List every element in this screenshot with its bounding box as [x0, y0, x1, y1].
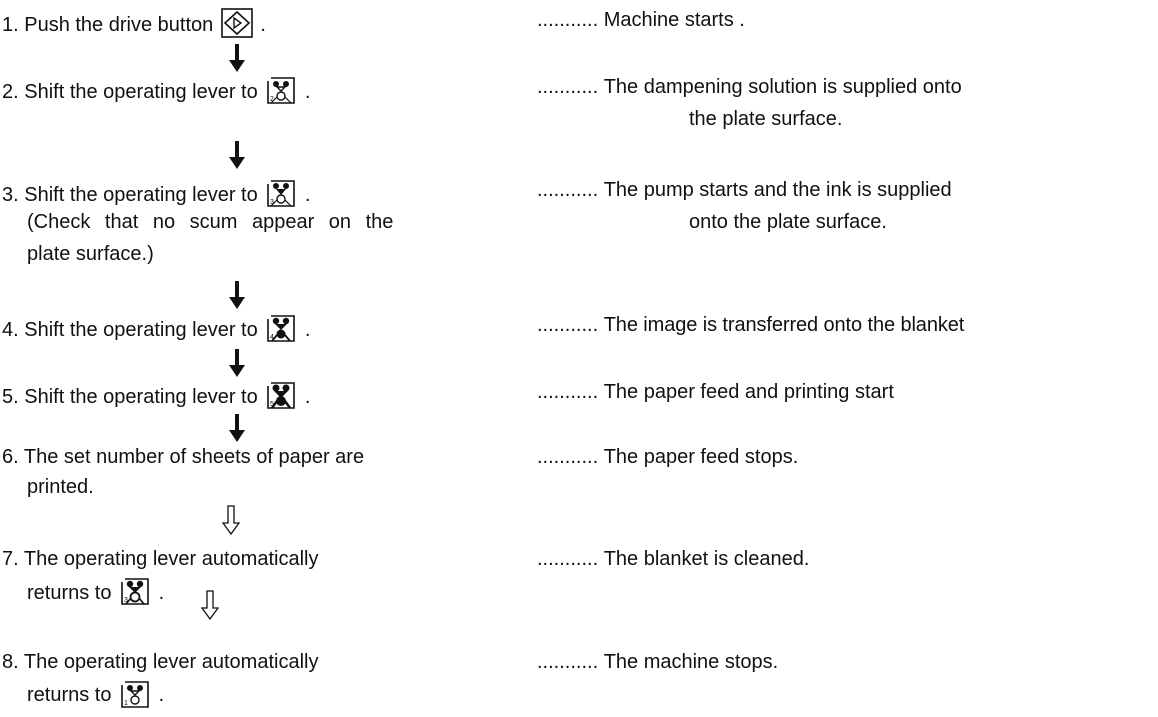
leader-dots: ...........: [537, 314, 599, 336]
svg-text:3: 3: [270, 199, 274, 206]
step-7-text-cont: returns to 3 .: [27, 576, 164, 606]
svg-text:2: 2: [270, 96, 274, 103]
step-4-text: 4. Shift the operating lever to 4 .: [2, 313, 310, 343]
lever-position-3-icon: 3: [119, 576, 151, 606]
step-3-note: (Check that no scum appear on the: [27, 211, 394, 233]
svg-text:1: 1: [124, 700, 128, 707]
solid-down-arrow-icon: [228, 44, 246, 72]
lever-position-5-icon: 5: [265, 380, 297, 410]
solid-down-arrow-icon: [228, 414, 246, 442]
step-8-result: ........... The machine stops.: [537, 651, 779, 673]
step-2-result: ........... The dampening solution is su…: [537, 76, 962, 98]
leader-dots: ...........: [537, 179, 599, 201]
step-3-result-cont: onto the plate surface.: [689, 211, 887, 233]
step-3-result: ........... The pump starts and the ink …: [537, 179, 952, 201]
hollow-down-arrow-icon: [201, 590, 219, 620]
solid-down-arrow-icon: [228, 281, 246, 309]
step-1-text: 1. Push the drive button .: [2, 8, 266, 38]
solid-down-arrow-icon: [228, 141, 246, 169]
step-4-result: ........... The image is transferred ont…: [537, 314, 965, 336]
step-7-result: ........... The blanket is cleaned.: [537, 548, 810, 570]
step-7-text: 7. The operating lever automatically: [2, 548, 319, 570]
step-5-result: ........... The paper feed and printing …: [537, 381, 894, 403]
leader-dots: ...........: [537, 381, 599, 403]
svg-text:3: 3: [124, 597, 128, 604]
step-1-result: ........... Machine starts .: [537, 9, 745, 31]
step-5-text: 5. Shift the operating lever to 5 .: [2, 380, 310, 410]
svg-text:4: 4: [270, 334, 274, 341]
step-3-note-cont: plate surface.): [27, 243, 154, 265]
step-6-result: ........... The paper feed stops.: [537, 446, 799, 468]
lever-position-1-icon: 1: [119, 680, 151, 708]
svg-text:5: 5: [270, 401, 274, 408]
step-3-text: 3. Shift the operating lever to 3 .: [2, 178, 310, 208]
step-6-text: 6. The set number of sheets of paper are: [2, 446, 365, 468]
step-2-text: 2. Shift the operating lever to 2 .: [2, 75, 310, 105]
lever-position-3-icon: 3: [265, 178, 297, 208]
step-2-result-cont: the plate surface.: [689, 108, 843, 130]
leader-dots: ...........: [537, 651, 599, 673]
lever-position-4-icon: 4: [265, 313, 297, 343]
step-6-text-cont: printed.: [27, 476, 94, 498]
step-8-text-cont: returns to 1 .: [27, 680, 164, 708]
drive-button-icon: [221, 8, 253, 38]
hollow-down-arrow-icon: [222, 505, 240, 535]
leader-dots: ...........: [537, 76, 599, 98]
leader-dots: ...........: [537, 446, 599, 468]
solid-down-arrow-icon: [228, 349, 246, 377]
leader-dots: ...........: [537, 9, 599, 31]
lever-position-2-icon: 2: [265, 75, 297, 105]
step-8-text: 8. The operating lever automatically: [2, 651, 319, 673]
leader-dots: ...........: [537, 548, 599, 570]
